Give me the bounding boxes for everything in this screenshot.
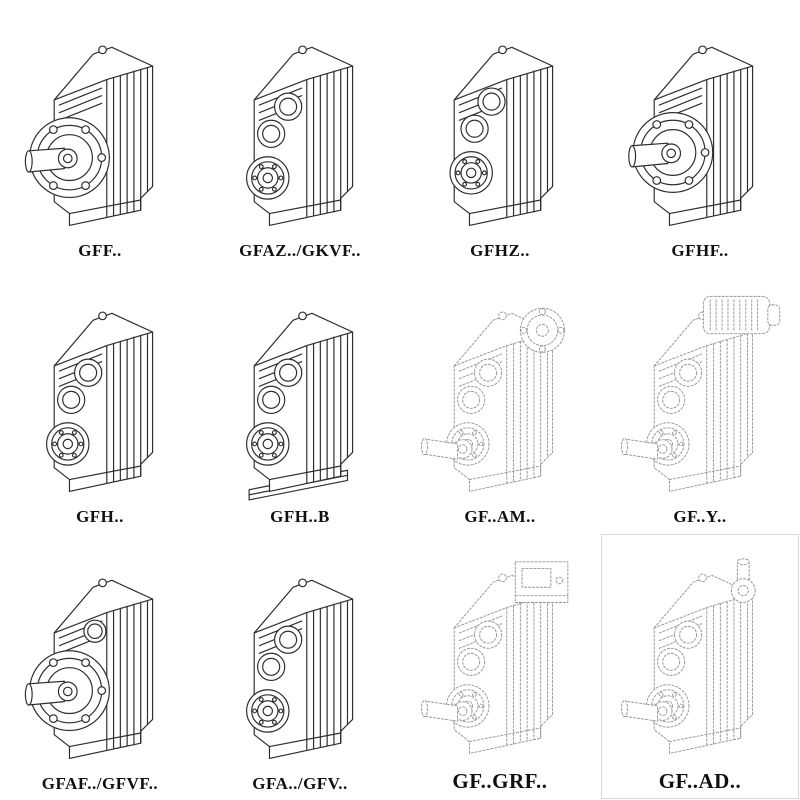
figure-label-gfhf: GFHF.. xyxy=(671,240,729,260)
catalog-cell-gfhf: GFHF.. xyxy=(600,0,800,267)
catalog-cell-gfaz-gkvf: GFAZ../GKVF.. xyxy=(200,0,400,267)
gearbox-figure-gf-am-icon xyxy=(421,308,565,493)
gearbox-figure-gff-icon xyxy=(24,45,154,226)
figure-label-gf-grf: GF..GRF.. xyxy=(452,768,548,793)
figure-label-gfa-gfv: GFA../GFV.. xyxy=(252,773,348,793)
catalog-cell-gfaf-gfvf: GFAF../GFVF.. xyxy=(0,533,200,800)
figure-label-gfaz-gkvf: GFAZ../GKVF.. xyxy=(239,240,361,260)
figure-label-gff: GFF.. xyxy=(78,240,122,260)
gearbox-figure-gf-grf-icon xyxy=(421,561,569,754)
figure-label-gfh: GFH.. xyxy=(76,507,124,527)
gearbox-figure-gfh-b-icon xyxy=(245,311,354,501)
gearbox-figure-gfaf-gfvf-icon xyxy=(24,578,154,760)
figure-label-gf-am: GF..AM.. xyxy=(464,507,536,527)
gearbox-figure-gfhf-icon xyxy=(628,45,754,226)
gearbox-figure-gf-y-icon xyxy=(621,296,781,493)
gearbox-figure-gf-ad-icon xyxy=(621,558,756,754)
gearbox-figure-gfhz-icon xyxy=(449,45,554,226)
catalog-cell-gfh: GFH.. xyxy=(0,266,200,534)
catalog-cell-gf-grf: GF..GRF.. xyxy=(400,533,600,800)
gearbox-figure-gfaz-gkvf-icon xyxy=(245,45,354,226)
catalog-cell-gfhz: GFHZ.. xyxy=(400,0,600,267)
catalog-cell-gf-ad: GF..AD.. xyxy=(600,533,800,800)
catalog-cell-gfh-b: GFH..B xyxy=(200,266,400,534)
figure-label-gfhz: GFHZ.. xyxy=(470,240,530,260)
gearbox-figure-gfa-gfv-icon xyxy=(245,578,354,760)
figure-label-gf-y: GF..Y.. xyxy=(673,507,727,527)
gearbox-figure-gfh-icon xyxy=(45,311,154,493)
figure-label-gfaf-gfvf: GFAF../GFVF.. xyxy=(41,773,159,793)
figure-label-gf-ad: GF..AD.. xyxy=(658,768,742,793)
catalog-cell-gfa-gfv: GFA../GFV.. xyxy=(200,533,400,800)
catalog-cell-gf-am: GF..AM.. xyxy=(400,266,600,534)
figure-label-gfh-b: GFH..B xyxy=(270,507,330,527)
catalog-cell-gff: GFF.. xyxy=(0,0,200,267)
catalog-cell-gf-y: GF..Y.. xyxy=(600,266,800,534)
